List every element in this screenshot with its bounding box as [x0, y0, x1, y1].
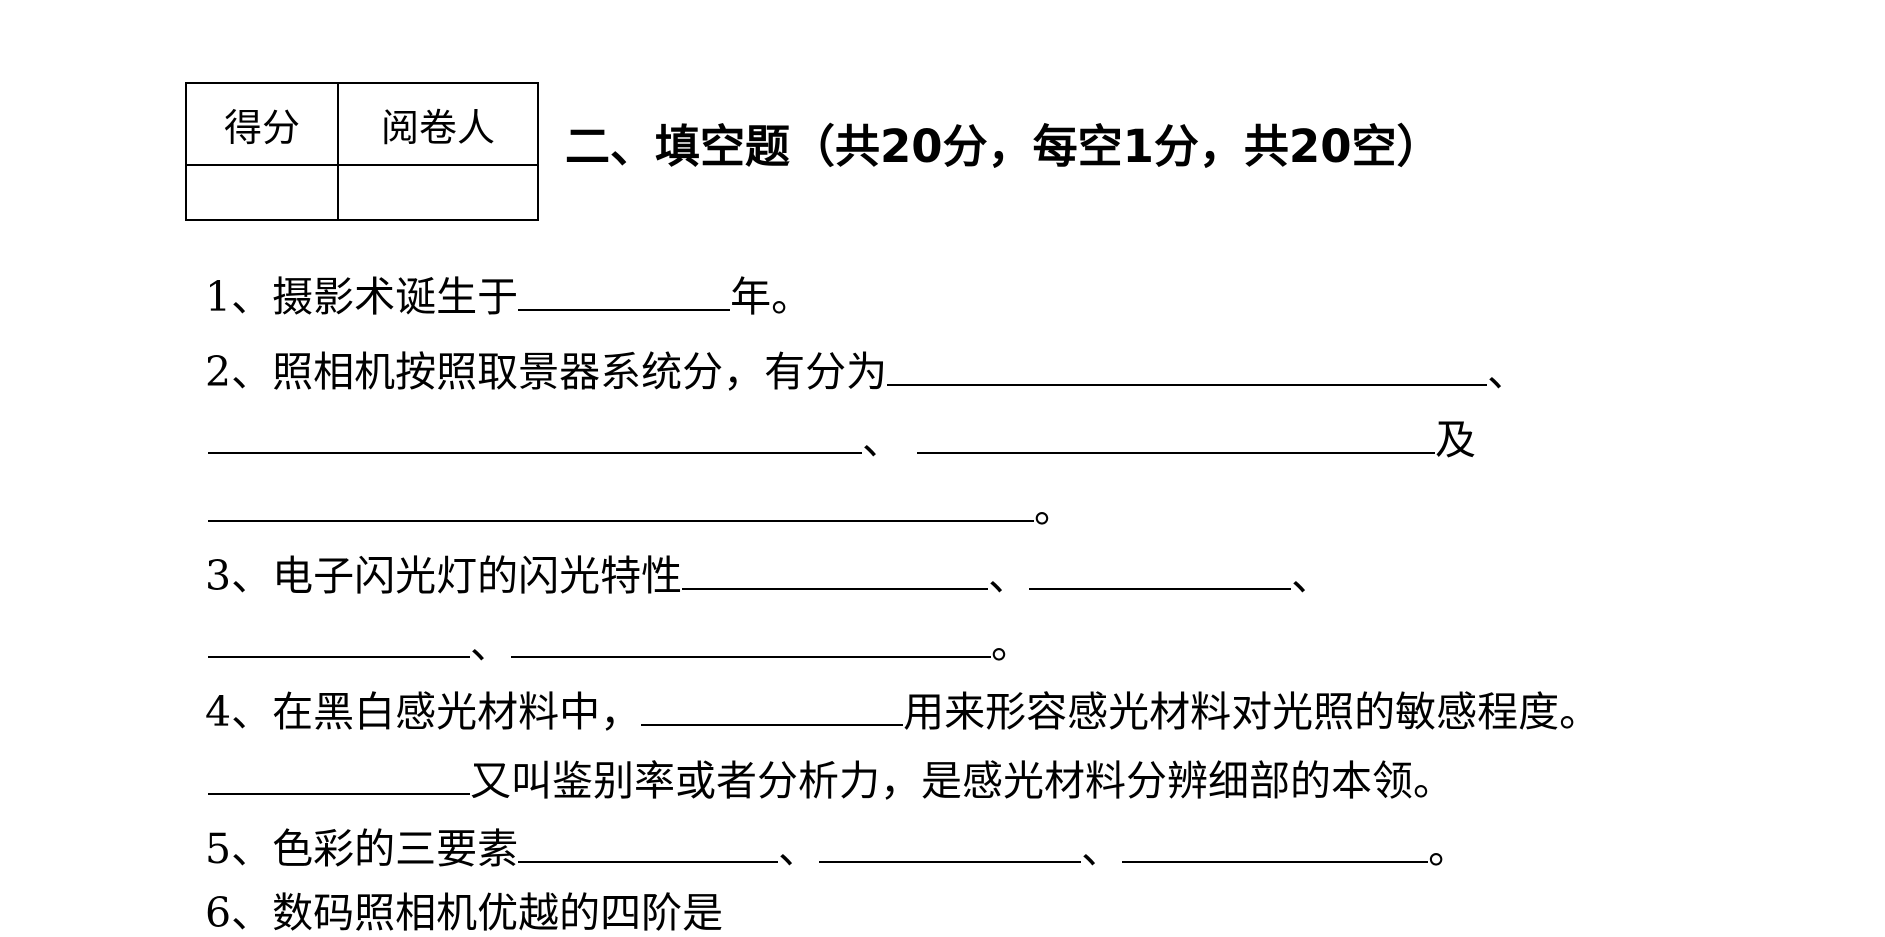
- question-4-blank-1[interactable]: [641, 690, 904, 726]
- grader-input-cell[interactable]: [337, 164, 539, 221]
- question-2-text: 2、照相机按照取景器系统分，有分为: [205, 348, 888, 396]
- question-3-sep-3: 、: [470, 620, 511, 668]
- question-2-blank-2[interactable]: [208, 418, 862, 454]
- score-table: 得分 阅卷人: [185, 82, 539, 221]
- score-label: 得分: [185, 82, 339, 166]
- question-5: 5、色彩的三要素 、 、 。: [205, 827, 1469, 870]
- question-3-sep-1: 、: [988, 552, 1030, 600]
- question-1: 1、摄影术诞生于 年。: [205, 275, 812, 318]
- question-5-blank-1[interactable]: [518, 827, 779, 863]
- question-2-end: 。: [1034, 484, 1075, 532]
- question-2: 2、照相机按照取景器系统分，有分为 、: [205, 350, 1528, 393]
- question-5-sep-2: 、: [1081, 825, 1123, 873]
- question-4-text: 4、在黑白感光材料中，: [205, 688, 642, 736]
- question-2-cont-2: 。: [208, 486, 1075, 529]
- question-3-blank-4[interactable]: [511, 622, 991, 658]
- question-2-blank-1[interactable]: [887, 350, 1488, 386]
- question-5-blank-3[interactable]: [1122, 827, 1429, 863]
- question-3: 3、电子闪光灯的闪光特性 、 、: [205, 554, 1332, 597]
- question-4-blank-2[interactable]: [208, 759, 470, 795]
- question-2-sep-3: 及: [1435, 416, 1476, 464]
- question-5-end: 。: [1428, 825, 1470, 873]
- question-2-blank-4[interactable]: [208, 486, 1034, 522]
- question-4-cont: 又叫鉴别率或者分析力，是感光材料分辨细部的本领。: [208, 759, 1454, 802]
- question-2-sep-2: 、: [862, 416, 903, 464]
- question-1-blank[interactable]: [518, 275, 731, 311]
- question-5-blank-2[interactable]: [819, 827, 1082, 863]
- question-5-sep-1: 、: [778, 825, 820, 873]
- question-1-text: 1、摄影术诞生于: [205, 273, 519, 321]
- question-3-blank-2[interactable]: [1029, 554, 1292, 590]
- question-3-blank-1[interactable]: [682, 554, 989, 590]
- question-3-end: 。: [991, 620, 1032, 668]
- question-3-cont: 、。: [208, 622, 1032, 665]
- question-3-text: 3、电子闪光灯的闪光特性: [205, 552, 683, 600]
- question-2-blank-3[interactable]: [917, 418, 1435, 454]
- score-input-cell[interactable]: [185, 164, 339, 221]
- question-4-mid: 用来形容感光材料对光照的敏感程度。: [903, 688, 1601, 736]
- question-2-sep-1: 、: [1487, 348, 1529, 396]
- section-title: 二、填空题（共20分，每空1分，共20空）: [565, 120, 1442, 173]
- question-2-cont: 、及: [208, 418, 1476, 461]
- question-3-sep-2: 、: [1291, 552, 1333, 600]
- question-6-partial: 6、数码照相机优越的四阶是: [205, 893, 723, 934]
- question-6-text: 6、数码照相机优越的四阶是: [205, 889, 724, 937]
- question-4-line2: 又叫鉴别率或者分析力，是感光材料分辨细部的本领。: [470, 757, 1454, 805]
- question-3-blank-3[interactable]: [208, 622, 470, 658]
- question-5-text: 5、色彩的三要素: [205, 825, 519, 873]
- grader-label: 阅卷人: [337, 82, 539, 166]
- question-1-suffix: 年。: [730, 273, 813, 321]
- question-4: 4、在黑白感光材料中， 用来形容感光材料对光照的敏感程度。: [205, 690, 1600, 733]
